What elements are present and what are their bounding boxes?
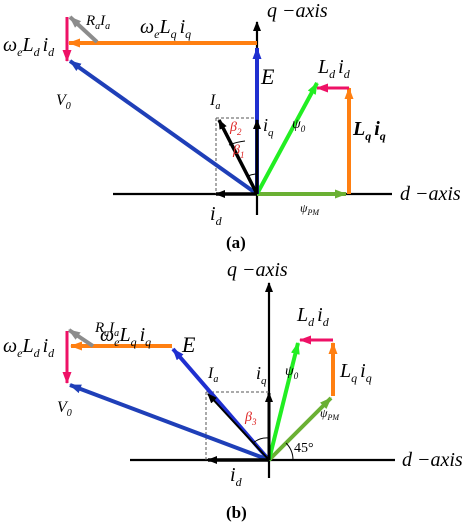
b-q-axis-label: q −axis: [227, 259, 288, 281]
a-psi0-vector: [255, 82, 319, 195]
a-beta2-arc: [228, 140, 246, 146]
b-45-degree-arc: [285, 442, 294, 461]
b-d-axis-label: d −axis: [402, 449, 463, 471]
a-label-psi0: ψ0: [292, 117, 306, 134]
a-label-ia: Ia: [209, 92, 220, 112]
b-label-psi-pm: ψPM: [320, 406, 340, 422]
a-caption: (a): [226, 233, 246, 252]
a-label-beta1: β1: [232, 143, 244, 160]
b-label-psi0: ψ0: [285, 364, 299, 381]
b-ra-ia-vector: [67, 328, 95, 348]
a-label-v0: V0: [56, 92, 71, 112]
a-label-id: id: [210, 203, 223, 228]
b-label-iq: iq: [256, 363, 267, 387]
b-label-beta3: β3: [244, 410, 257, 427]
b-psi0-vector: [267, 342, 300, 461]
a-q-axis-label: q −axis: [267, 0, 328, 22]
a-v0-vector: [68, 59, 259, 196]
a-label-iq: iq: [263, 115, 274, 139]
b-beta3-arc: [252, 437, 270, 444]
b-psi-pm-vector: [267, 396, 333, 462]
b-ia-vector: [207, 393, 270, 461]
b-v0-vector: [69, 383, 270, 462]
b-label-ia: Ia: [207, 365, 218, 385]
a-d-axis-label: d −axis: [400, 183, 461, 205]
b-label-ra-ia: RaIa: [94, 320, 119, 339]
a-ra-ia-vector: [68, 15, 99, 44]
b-caption: (b): [226, 503, 247, 522]
b-label-45-degrees: 45°: [294, 441, 314, 456]
b-label-e: E: [181, 332, 196, 357]
a-beta1-arc: [247, 173, 258, 177]
a-label-ra-ia: RaIa: [85, 13, 110, 32]
a-ia-vector: [217, 119, 259, 195]
a-label-psi-pm: ψPM: [300, 201, 320, 217]
a-label-beta2: β2: [229, 120, 242, 137]
b-label-v0: V0: [57, 399, 72, 419]
b-label-id: id: [230, 464, 243, 489]
a-label-e: E: [260, 64, 275, 89]
